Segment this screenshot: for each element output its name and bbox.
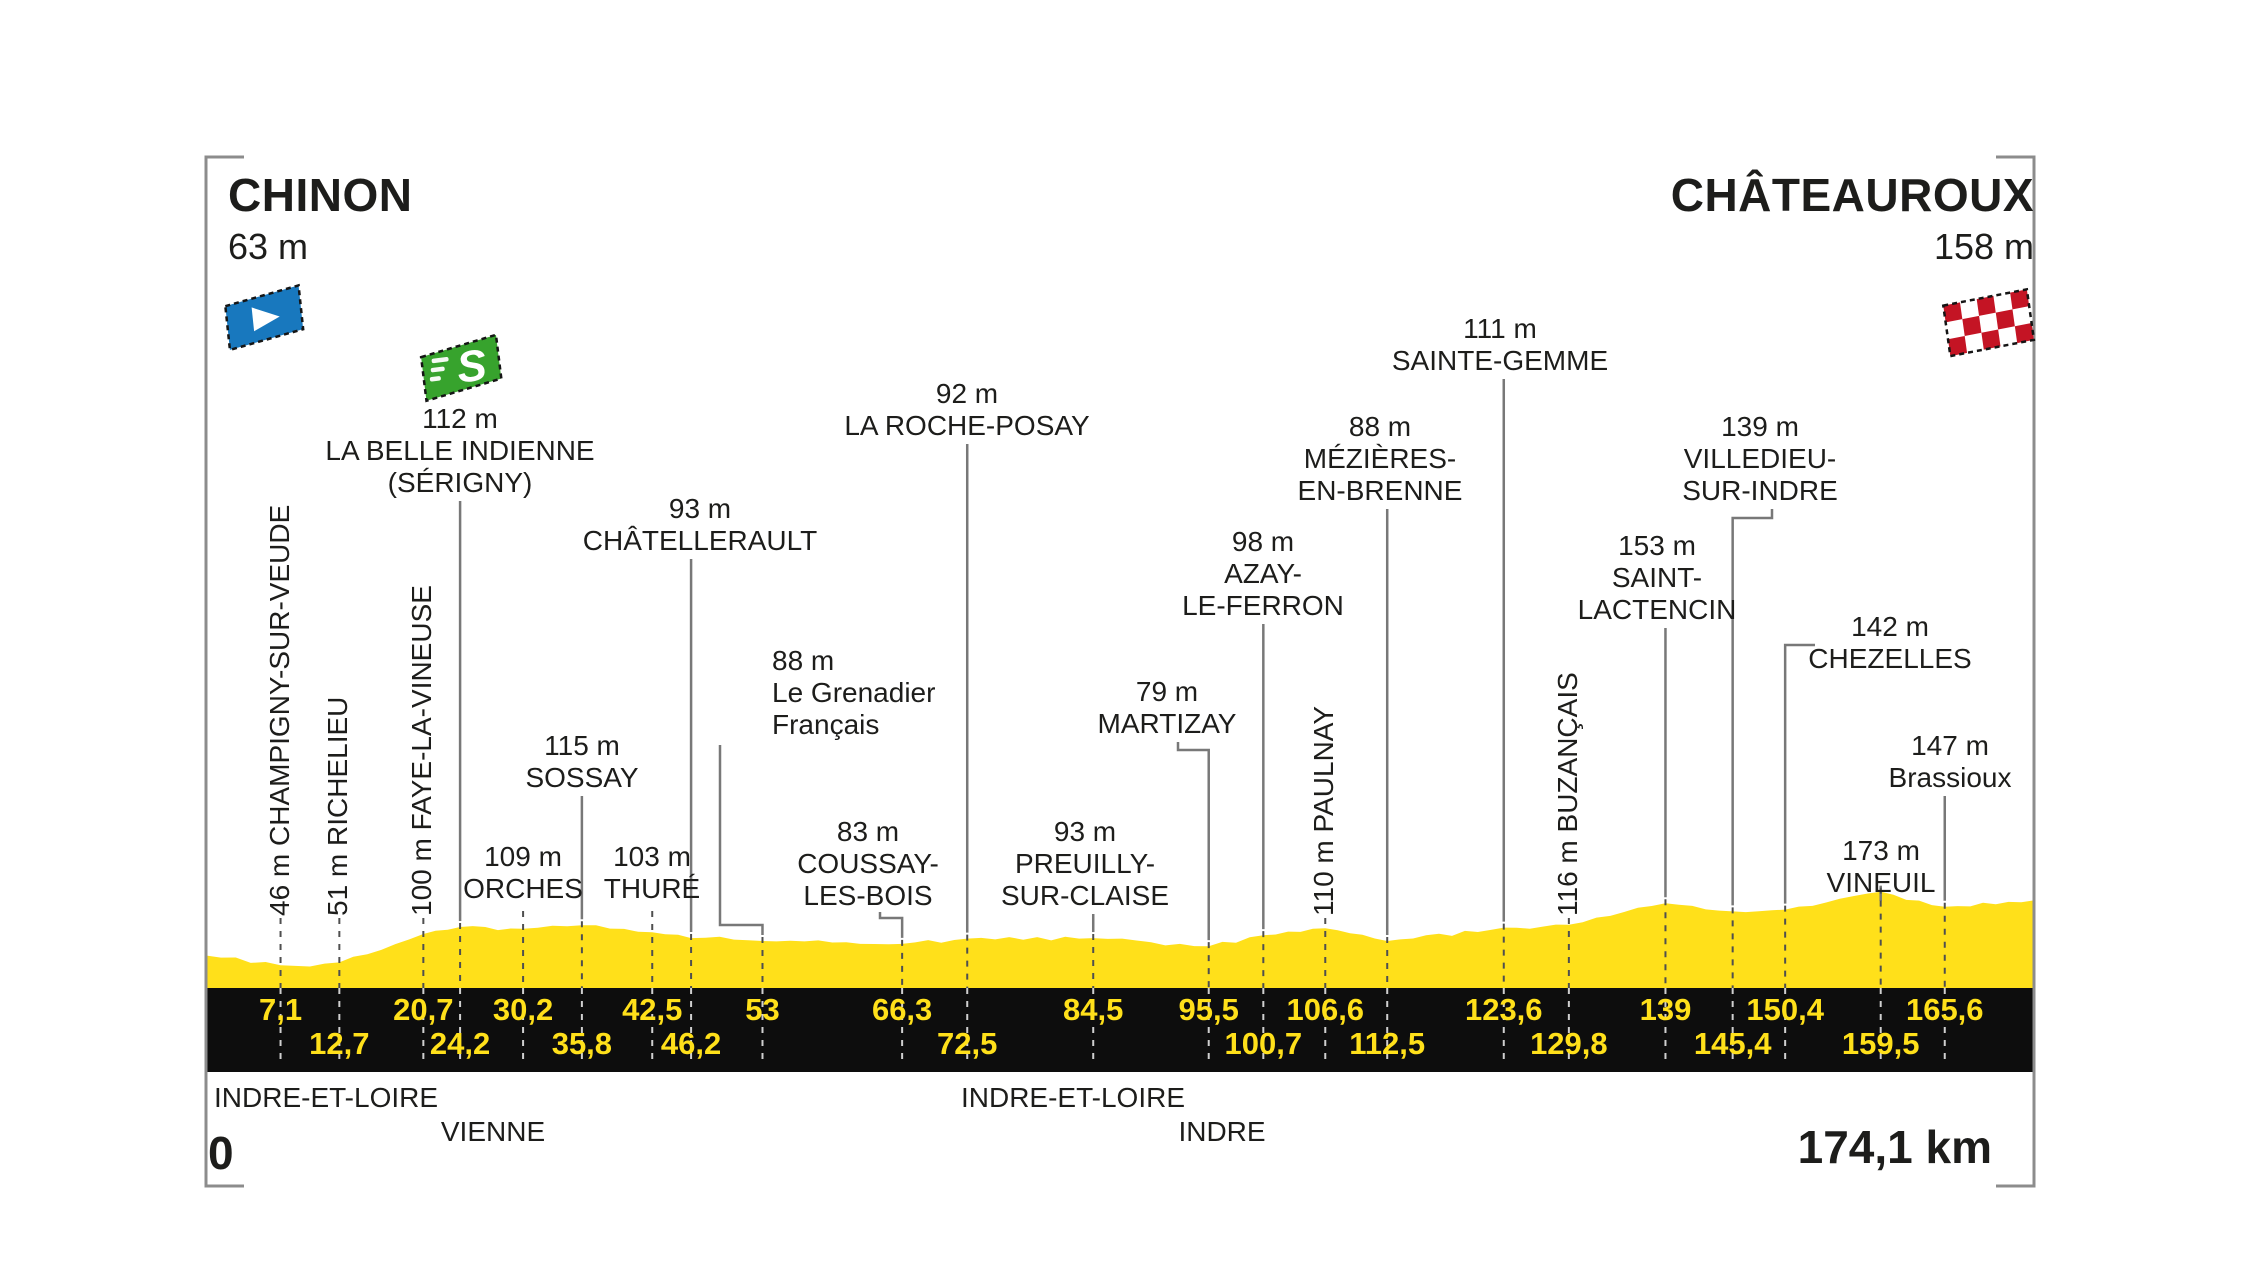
band-km-label: 112,5 [1349, 1026, 1426, 1061]
band-km-label: 106,6 [1286, 992, 1365, 1027]
checkpoint-label-vertical: 110 m PAULNAY [1308, 705, 1340, 916]
region-label: VIENNE [440, 1116, 546, 1147]
band-km-label: 100,7 [1224, 1026, 1303, 1061]
band-km-label: 30,2 [492, 992, 554, 1027]
terrain-profile [206, 891, 2034, 996]
start-town-elevation: 63 m [228, 226, 309, 267]
finish-town-name: CHÂTEAUROUX [1670, 169, 2034, 221]
leader-line [1176, 742, 1210, 941]
total-distance-label: 174,1 km [1797, 1121, 1992, 1173]
band-km-label: 53 [745, 992, 780, 1027]
band-km-label: 46,2 [660, 1026, 722, 1061]
band-km-label: 84,5 [1063, 992, 1124, 1027]
distance-band [206, 988, 2034, 1072]
band-km-label: 150,4 [1746, 992, 1824, 1027]
band-km-label: 159,5 [1841, 1026, 1920, 1061]
checkpoint-label-vertical: 46 m CHAMPIGNY-SUR-VEUDE [263, 504, 295, 916]
leader-line [878, 912, 904, 938]
checkpoint-label-vertical: 116 m BUZANÇAIS [1551, 672, 1583, 916]
region-label: INDRE-ET-LOIRE [214, 1082, 439, 1113]
band-km-label: 42,5 [622, 992, 683, 1027]
start-town-name: CHINON [228, 169, 413, 221]
band-km-label: 72,5 [937, 1026, 998, 1061]
band-km-label: 123,6 [1464, 992, 1543, 1027]
start-km-label: 0 [208, 1127, 234, 1179]
leader-line [1731, 509, 1774, 906]
checkpoint-label-vertical: 51 m RICHELIEU [322, 696, 354, 916]
region-label: INDRE-ET-LOIRE [960, 1082, 1186, 1113]
finish-town-elevation: 158 m [1933, 226, 2034, 267]
arrivee-checkered-flag-icon [1941, 287, 2036, 358]
band-km-label: 139 [1639, 992, 1692, 1027]
band-km-label: 66,3 [871, 992, 933, 1027]
band-km-label: 129,8 [1530, 1026, 1608, 1061]
band-km-label: 95,5 [1178, 992, 1239, 1027]
sprint-flag-icon: S [419, 333, 503, 403]
leader-line [1783, 643, 1815, 904]
band-km-label: 12,7 [309, 1026, 370, 1061]
left-bracket [204, 155, 244, 1188]
leader-line [718, 745, 764, 935]
band-km-label: 7,1 [258, 992, 303, 1027]
region-label: INDRE [1178, 1116, 1266, 1147]
depart-flag-icon [223, 283, 305, 352]
checkpoint-label-vertical: 100 m FAYE-LA-VINEUSE [406, 585, 438, 916]
band-km-label: 165,6 [1905, 992, 1984, 1027]
right-bracket [1996, 155, 2036, 1188]
band-km-label: 24,2 [429, 1026, 491, 1061]
band-km-label: 20,7 [393, 992, 454, 1027]
svg-text:S: S [454, 340, 489, 392]
band-km-label: 35,8 [551, 1026, 613, 1061]
band-km-label: 145,4 [1693, 1026, 1772, 1061]
